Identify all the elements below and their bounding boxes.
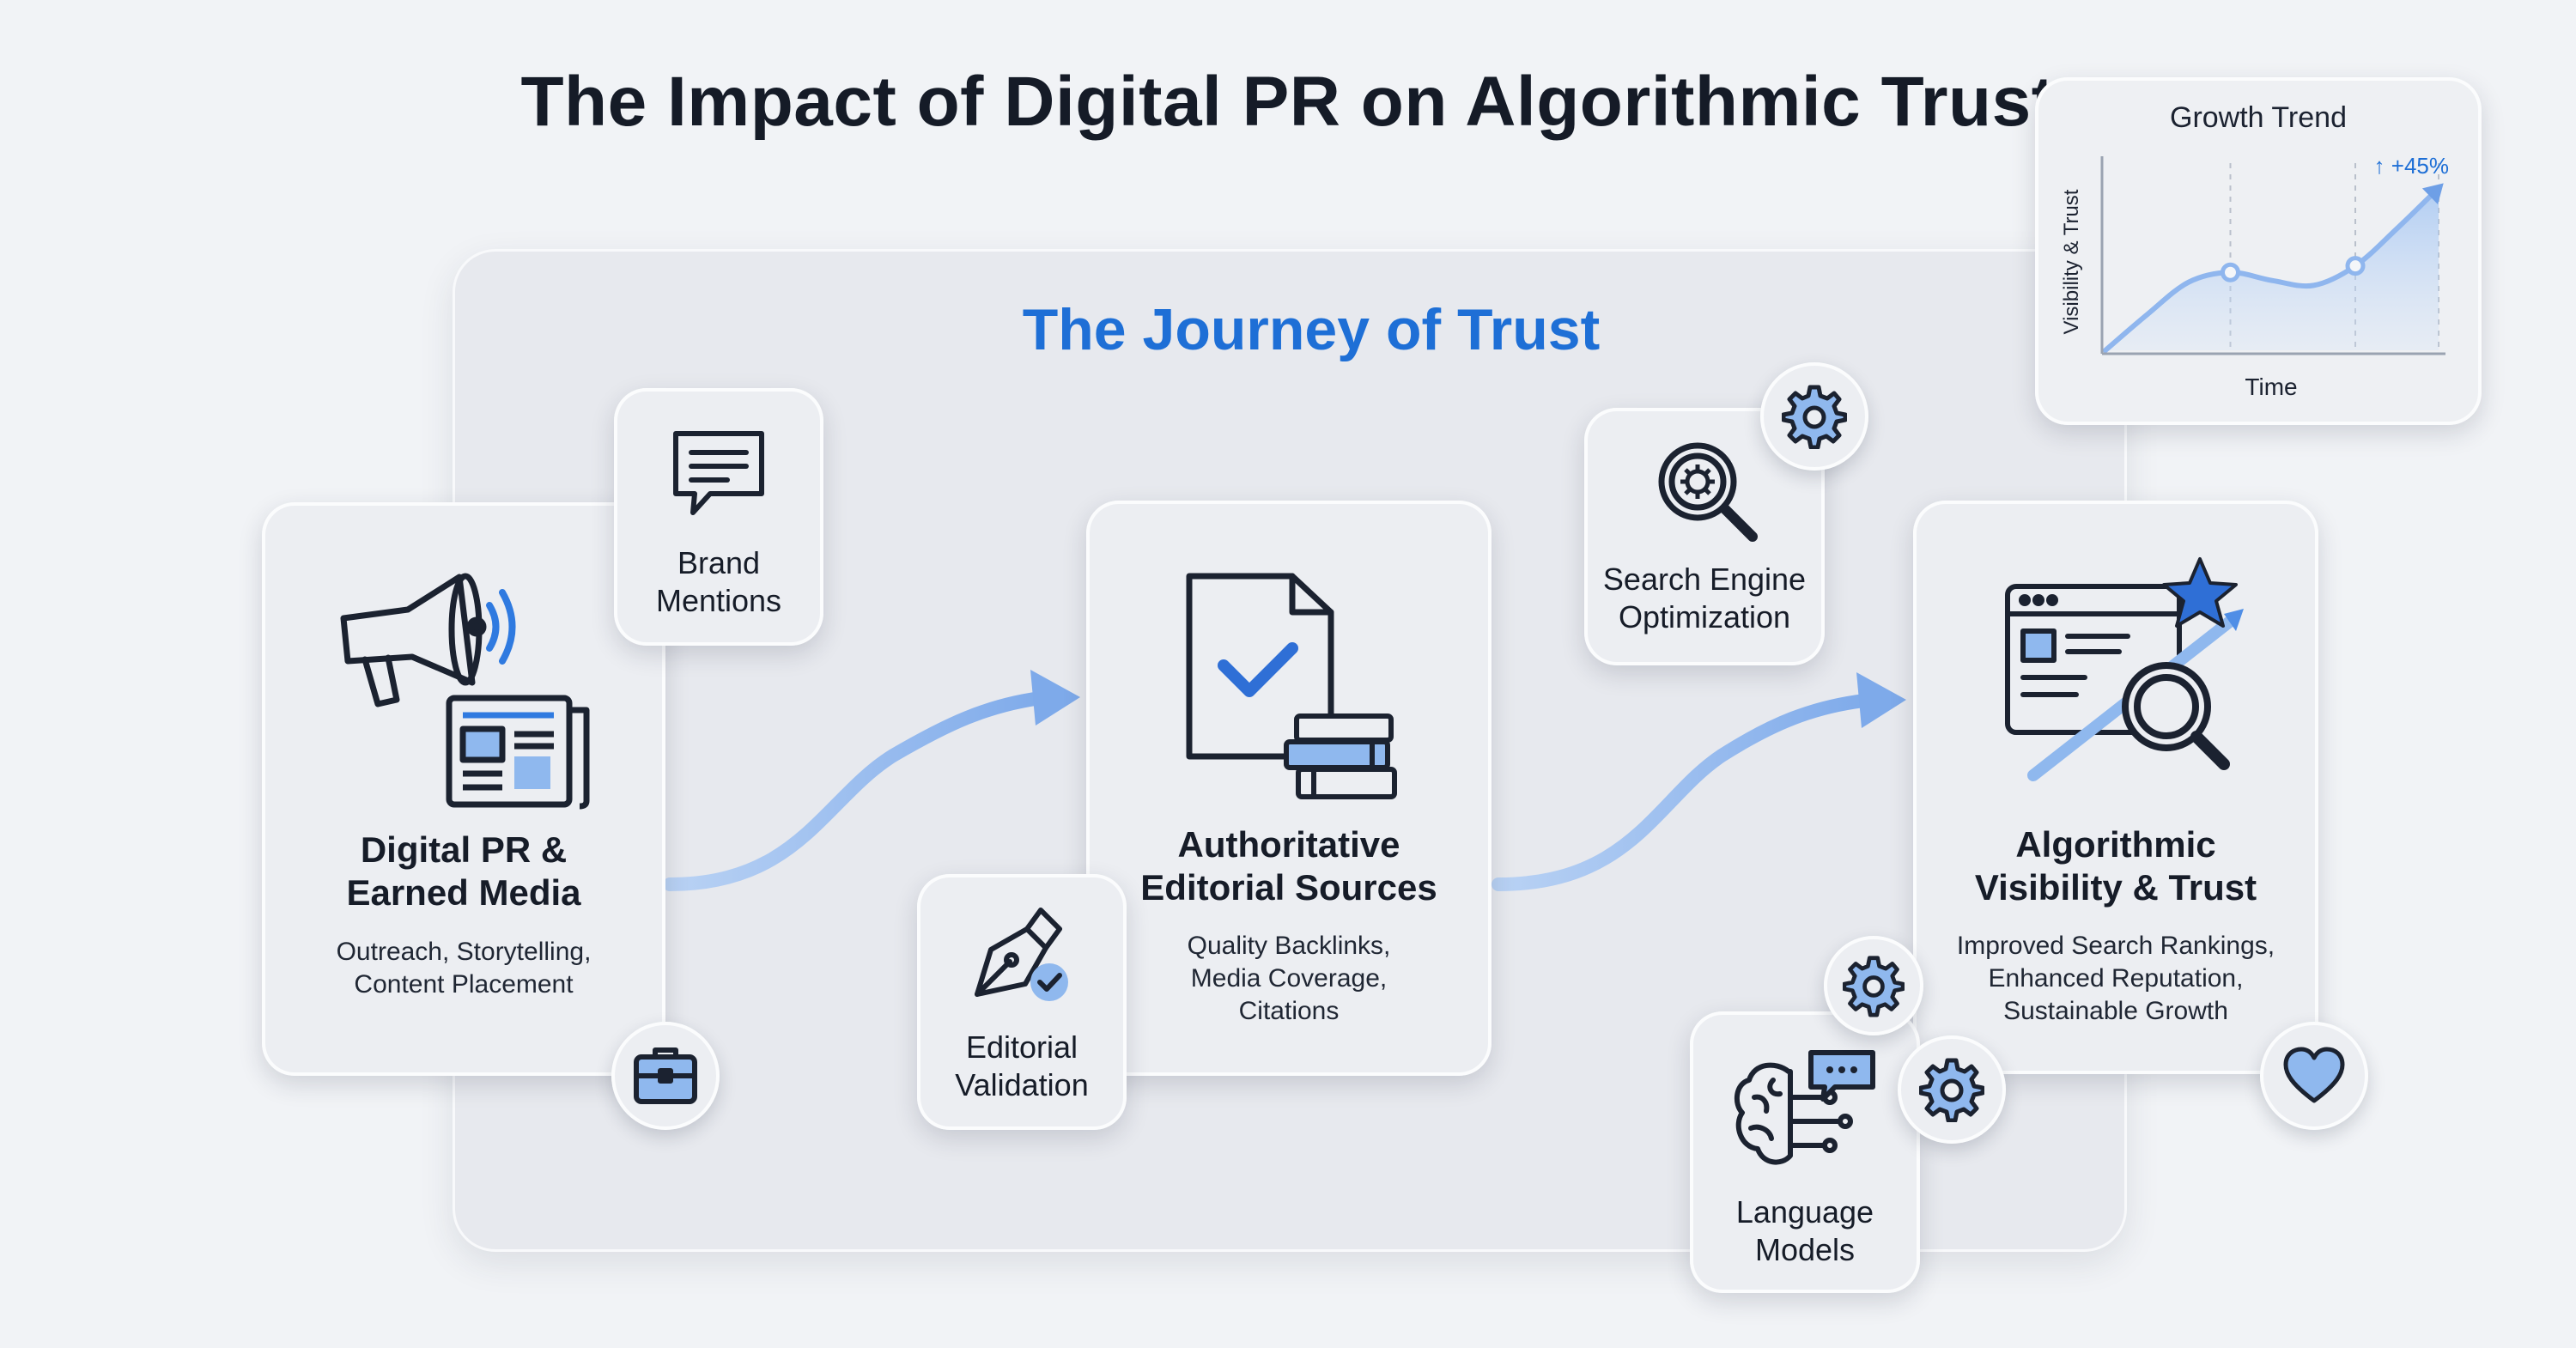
gear-icon	[1782, 385, 1847, 449]
digital-pr-heading-line: Earned Media	[346, 872, 581, 913]
fountain-pen-check-icon	[975, 908, 1068, 1001]
language-models-label-line: Language	[1735, 1194, 1874, 1230]
briefcase-badge[interactable]	[611, 1022, 720, 1130]
arrow-2	[1492, 693, 1879, 891]
digital-pr-heading-line: Digital PR &	[360, 829, 568, 870]
seo-label: Search Engine Optimization	[1584, 561, 1825, 636]
brain-chat-icon	[1734, 1050, 1875, 1165]
digital-pr-card[interactable]: Digital PR & Earned Media Outreach, Stor…	[262, 502, 665, 1076]
algorithmic-trust-description-line: Improved Search Rankings,	[1956, 932, 2275, 960]
language-models-gear-badge-side[interactable]	[1898, 1035, 2006, 1144]
digital-pr-description-line: Content Placement	[354, 970, 574, 999]
editorial-sources-description-line: Quality Backlinks,	[1187, 932, 1391, 960]
brand-mentions-label-line: Mentions	[655, 583, 782, 618]
editorial-sources-description-line: Citations	[1238, 997, 1340, 1025]
megaphone-icon	[340, 573, 516, 707]
algorithmic-trust-description-line: Enhanced Reputation,	[1988, 964, 2244, 993]
trend-arrow-head	[2421, 183, 2444, 204]
data-point	[2221, 262, 2240, 282]
seo-gear-badge[interactable]	[1760, 362, 1868, 471]
arrow-1-head	[1030, 670, 1080, 726]
algorithmic-trust-heading: Algorithmic Visibility & Trust	[1913, 823, 2318, 909]
editorial-validation-card[interactable]: Editorial Validation	[917, 874, 1127, 1130]
x-axis-label: Time	[2245, 373, 2297, 400]
data-point	[2345, 256, 2366, 276]
chart-title: Growth Trend	[2170, 101, 2347, 134]
browser-search-icon	[2005, 557, 2244, 781]
digital-pr-description: Outreach, Storytelling, Content Placemen…	[262, 936, 665, 1001]
heart-badge[interactable]	[2260, 1022, 2368, 1130]
language-models-label: Language Models	[1690, 1193, 1920, 1269]
editorial-sources-card[interactable]: Authoritative Editorial Sources Quality …	[1086, 501, 1492, 1076]
seo-label-line: Search Engine	[1602, 562, 1807, 597]
gear-icon	[1919, 1058, 1984, 1122]
trend-area	[2105, 187, 2439, 350]
star-icon	[2162, 557, 2238, 628]
journey-title: The Journey of Trust	[1022, 297, 1601, 362]
arrow-1	[663, 690, 1054, 891]
trend-line	[2103, 185, 2441, 353]
gear-icon	[1843, 956, 1905, 1017]
heart-icon	[2283, 1047, 2345, 1103]
magnifier-gear-icon	[1658, 442, 1758, 542]
checked-document-icon	[1186, 573, 1334, 760]
editorial-validation-label-line: Validation	[955, 1067, 1089, 1102]
digital-pr-description-line: Outreach, Storytelling,	[336, 938, 592, 966]
editorial-sources-heading: Authoritative Editorial Sources	[1086, 823, 1492, 909]
newspaper-icon	[446, 695, 590, 810]
digital-pr-heading: Digital PR & Earned Media	[262, 829, 665, 914]
seo-label-line: Optimization	[1618, 599, 1791, 635]
language-models-gear-badge-top[interactable]	[1824, 936, 1923, 1035]
editorial-validation-label-line: Editorial	[965, 1029, 1078, 1065]
brand-mentions-label: Brand Mentions	[614, 544, 823, 620]
algorithmic-trust-heading-line: Algorithmic	[2015, 824, 2216, 865]
language-models-card[interactable]: Language Models	[1690, 1011, 1920, 1293]
arrow-2-head	[1856, 672, 1906, 728]
growth-trend-chart: ↑ +45% Time Visibility & Trust	[2060, 153, 2449, 400]
briefcase-icon	[634, 1047, 697, 1104]
editorial-sources-description: Quality Backlinks, Media Coverage, Citat…	[1086, 930, 1492, 1028]
algorithmic-trust-heading-line: Visibility & Trust	[1974, 867, 2257, 908]
y-axis-label: Visibility & Trust	[2060, 189, 2083, 334]
algorithmic-trust-description-line: Sustainable Growth	[2003, 997, 2228, 1025]
editorial-sources-heading-line: Editorial Sources	[1140, 867, 1437, 908]
chart-annotation: ↑ +45%	[2374, 153, 2449, 179]
speech-bubble-icon	[673, 431, 764, 515]
algorithmic-trust-description: Improved Search Rankings, Enhanced Reput…	[1913, 930, 2318, 1028]
brand-mentions-label-line: Brand	[677, 545, 761, 580]
books-icon	[1284, 713, 1397, 799]
growth-trend-card[interactable]: Growth Trend ↑ +45% Time Visibility & Tr…	[2035, 77, 2482, 425]
editorial-validation-label: Editorial Validation	[917, 1029, 1127, 1104]
language-models-label-line: Models	[1754, 1232, 1856, 1267]
page-title: The Impact of Digital PR on Algorithmic …	[520, 63, 2056, 141]
editorial-sources-description-line: Media Coverage,	[1190, 964, 1388, 993]
editorial-sources-heading-line: Authoritative	[1177, 824, 1400, 865]
algorithmic-trust-card[interactable]: Algorithmic Visibility & Trust Improved …	[1913, 501, 2318, 1074]
brand-mentions-card[interactable]: Brand Mentions	[614, 388, 823, 646]
